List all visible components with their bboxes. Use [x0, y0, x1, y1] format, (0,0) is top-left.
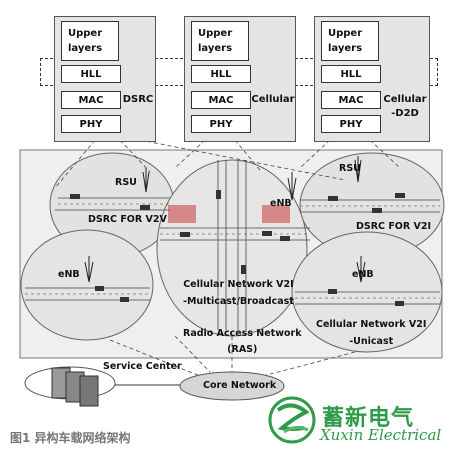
stack-label: Cellular [251, 94, 295, 105]
service-center-label: Service Center [103, 361, 182, 372]
stack-label: DSRC [122, 94, 154, 105]
watermark-shape [168, 205, 290, 223]
upper-layers-box: Upper layers [191, 21, 249, 61]
phy-box: PHY [321, 115, 381, 133]
protocol-stack-dsrc: Upper layers HLL MAC PHY DSRC [54, 16, 156, 142]
hll-box: HLL [191, 65, 251, 83]
brand-english: Xuxin Electrical [320, 426, 442, 444]
protocol-stack-cellular: Upper layers HLL MAC PHY Cellular [184, 16, 296, 142]
xuxin-logo-icon [268, 396, 316, 444]
upper-layers-box: Upper layers [321, 21, 379, 61]
vertical-roads [217, 160, 247, 330]
cellular-multicast-label: Cellular Network V2I -Multicast/Broadcas… [183, 279, 294, 307]
vehicles [70, 190, 405, 306]
hll-box: HLL [61, 65, 121, 83]
hll-box: HLL [321, 65, 381, 83]
dsrc-v2v-label: DSRC FOR V2V [88, 214, 167, 225]
stack-links [54, 139, 401, 189]
rsu-right-label: RSU [339, 163, 361, 174]
core-network-node [179, 371, 285, 401]
upper-layers-box: Upper layers [61, 21, 119, 61]
brand-chinese: 蓄新电气 [322, 406, 415, 431]
enb-center-label: eNB [270, 198, 292, 209]
rsu-left-label: RSU [115, 177, 137, 188]
protocol-stack-cellular-d2d: Upper layers HLL MAC PHY Cellular -D2D [314, 16, 430, 142]
mac-box: MAC [61, 91, 121, 109]
phy-box: PHY [61, 115, 121, 133]
core-links [109, 335, 356, 379]
towers [84, 156, 366, 283]
cellular-unicast-label: Cellular Network V2I -Unicast [316, 319, 427, 347]
server-rack-icon [24, 366, 116, 407]
core-network-label: Core Network [203, 380, 277, 391]
mac-box: MAC [321, 91, 381, 109]
cellular-left-region [20, 229, 154, 341]
dsrc-v2i-label: DSRC FOR V2I [356, 221, 432, 232]
enb-left-label: eNB [58, 269, 80, 280]
phy-box: PHY [191, 115, 251, 133]
figure-caption: 图1 异构车载网络架构 [10, 431, 131, 445]
mac-box: MAC [191, 91, 251, 109]
enb-right-label: eNB [352, 269, 374, 280]
stack-label: Cellular -D2D [383, 94, 427, 119]
ran-label: Radio Access Network (RAS) [183, 328, 302, 355]
